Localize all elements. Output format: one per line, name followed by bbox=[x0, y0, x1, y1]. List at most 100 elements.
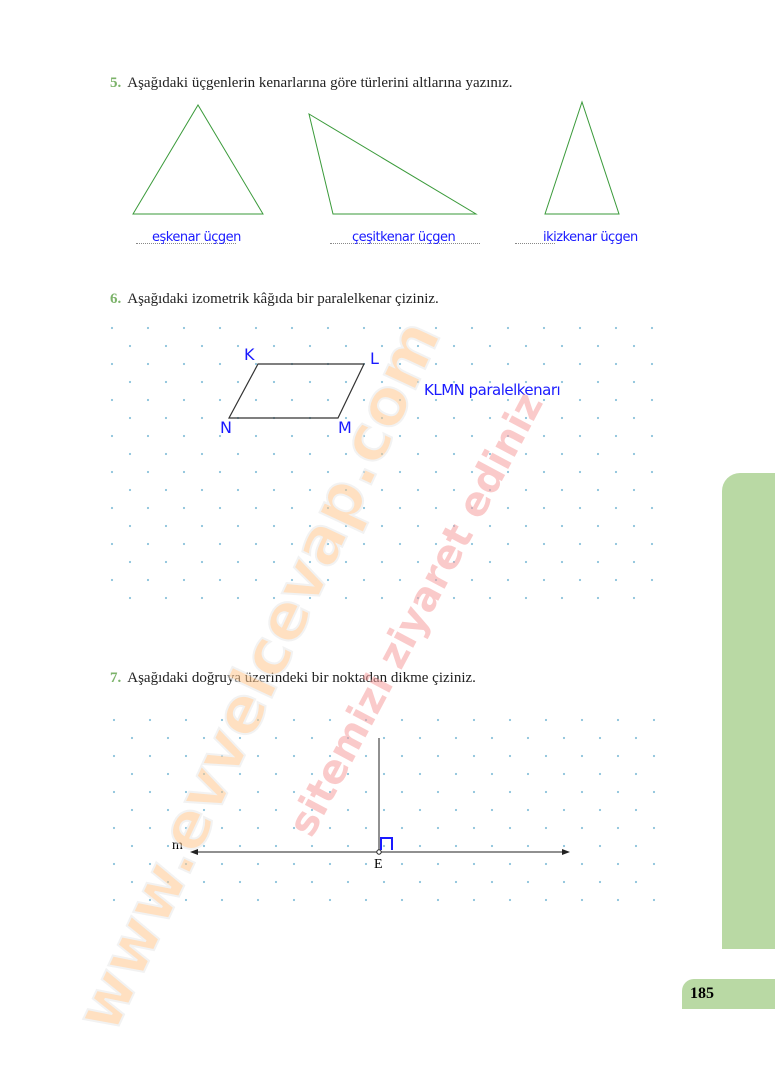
grid-dot bbox=[650, 470, 654, 474]
grid-dot bbox=[562, 736, 566, 740]
grid-dot bbox=[164, 596, 168, 600]
grid-dot bbox=[110, 398, 114, 402]
grid-dot bbox=[632, 416, 636, 420]
grid-dot bbox=[490, 880, 494, 884]
grid-dot bbox=[560, 596, 564, 600]
grid-dot bbox=[508, 862, 512, 866]
grid-dot bbox=[616, 790, 620, 794]
grid-dot bbox=[308, 488, 312, 492]
grid-dot bbox=[218, 542, 222, 546]
grid-dot bbox=[166, 880, 170, 884]
grid-dot bbox=[454, 772, 458, 776]
grid-dot bbox=[344, 596, 348, 600]
grid-dot bbox=[562, 772, 566, 776]
grid-dot bbox=[220, 718, 224, 722]
grid-dot bbox=[380, 416, 384, 420]
grid-dot bbox=[562, 844, 566, 848]
grid-dot bbox=[344, 452, 348, 456]
dot-grid bbox=[112, 718, 656, 902]
grid-dot bbox=[202, 880, 206, 884]
grid-dot bbox=[472, 718, 476, 722]
grid-dot bbox=[418, 808, 422, 812]
grid-dot bbox=[184, 862, 188, 866]
grid-dot bbox=[614, 398, 618, 402]
grid-dot bbox=[544, 826, 548, 830]
grid-dot bbox=[470, 326, 474, 330]
grid-dot bbox=[346, 736, 350, 740]
grid-dot bbox=[436, 754, 440, 758]
isosceles-triangle bbox=[544, 100, 620, 215]
grid-dot bbox=[596, 380, 600, 384]
grid-dot bbox=[470, 578, 474, 582]
grid-dot bbox=[292, 826, 296, 830]
grid-dot bbox=[290, 398, 294, 402]
grid-dot bbox=[326, 506, 330, 510]
grid-dot bbox=[328, 898, 332, 902]
grid-dot bbox=[578, 398, 582, 402]
grid-dot bbox=[380, 560, 384, 564]
grid-dot bbox=[398, 398, 402, 402]
grid-dot bbox=[526, 736, 530, 740]
grid-dot bbox=[220, 898, 224, 902]
page-number: 185 bbox=[682, 979, 775, 1009]
grid-dot bbox=[328, 718, 332, 722]
grid-dot bbox=[128, 488, 132, 492]
grid-dot bbox=[434, 362, 438, 366]
grid-dot bbox=[220, 826, 224, 830]
grid-dot bbox=[488, 524, 492, 528]
grid-dot bbox=[272, 380, 276, 384]
grid-dot bbox=[472, 898, 476, 902]
grid-dot bbox=[452, 380, 456, 384]
grid-dot bbox=[326, 398, 330, 402]
grid-dot bbox=[452, 560, 456, 564]
grid-dot bbox=[328, 862, 332, 866]
parallelogram-answer: KLMN paralelkenarı bbox=[424, 381, 561, 399]
grid-dot bbox=[544, 862, 548, 866]
grid-dot bbox=[290, 506, 294, 510]
grid-dot bbox=[506, 434, 510, 438]
grid-dot bbox=[328, 826, 332, 830]
grid-dot bbox=[382, 844, 386, 848]
grid-dot bbox=[488, 380, 492, 384]
grid-dot bbox=[200, 488, 204, 492]
grid-dot bbox=[308, 560, 312, 564]
grid-dot bbox=[146, 362, 150, 366]
grid-dot bbox=[632, 452, 636, 456]
grid-dot bbox=[292, 790, 296, 794]
grid-dot bbox=[292, 754, 296, 758]
grid-dot bbox=[596, 488, 600, 492]
grid-dot bbox=[238, 844, 242, 848]
grid-dot bbox=[634, 736, 638, 740]
grid-dot bbox=[364, 718, 368, 722]
grid-dot bbox=[398, 470, 402, 474]
grid-dot bbox=[112, 718, 116, 722]
grid-dot bbox=[254, 362, 258, 366]
grid-dot bbox=[256, 898, 260, 902]
grid-dot bbox=[110, 578, 114, 582]
grid-dot bbox=[436, 790, 440, 794]
grid-dot bbox=[218, 506, 222, 510]
grid-dot bbox=[508, 898, 512, 902]
grid-dot bbox=[256, 790, 260, 794]
grid-dot bbox=[166, 808, 170, 812]
grid-dot bbox=[526, 880, 530, 884]
grid-dot bbox=[274, 880, 278, 884]
grid-dot bbox=[542, 470, 546, 474]
grid-dot bbox=[598, 808, 602, 812]
grid-dot bbox=[454, 736, 458, 740]
grid-dot bbox=[472, 754, 476, 758]
grid-dot bbox=[290, 542, 294, 546]
grid-dot bbox=[218, 362, 222, 366]
grid-dot bbox=[272, 596, 276, 600]
grid-dot bbox=[398, 506, 402, 510]
grid-dot bbox=[578, 362, 582, 366]
grid-dot bbox=[238, 736, 242, 740]
grid-dot bbox=[200, 452, 204, 456]
grid-dot bbox=[470, 470, 474, 474]
grid-dot bbox=[344, 380, 348, 384]
grid-dot bbox=[110, 506, 114, 510]
side-tab bbox=[722, 473, 775, 949]
grid-dot bbox=[598, 772, 602, 776]
grid-dot bbox=[632, 488, 636, 492]
